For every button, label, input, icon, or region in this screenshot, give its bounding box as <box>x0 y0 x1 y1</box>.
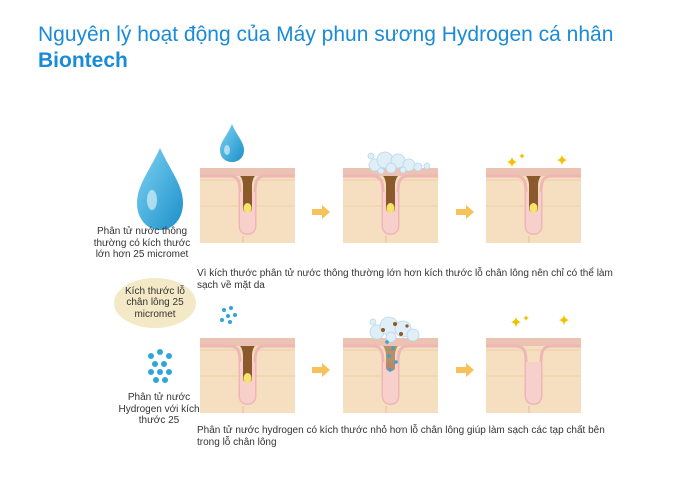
hydrogen-droplets-icon <box>148 349 172 383</box>
arrow-icon <box>312 205 330 219</box>
hydrogen-molecule-label: Phân tử nước Hydrogen với kích thước 25 <box>118 392 200 426</box>
skin-panel-3 <box>484 153 583 245</box>
sparkle-icon <box>523 315 529 321</box>
sparkle-icon <box>507 157 517 167</box>
skin-panel-2 <box>341 151 440 245</box>
large-water-drop <box>137 148 183 230</box>
foam-bubbles <box>369 316 420 343</box>
skin-panel-6 <box>484 315 583 415</box>
title-main: Nguyên lý hoạt động của Máy phun sương H… <box>38 23 614 46</box>
skin-panel-1 <box>198 166 297 245</box>
arrow-icon <box>456 205 474 219</box>
top-row <box>137 124 583 245</box>
pore-size-badge: Kích thước lỗ chân lông 25 micromet <box>114 278 196 328</box>
arrow-icon <box>312 363 330 377</box>
bottom-caption: Phân tử nước hydrogen có kích thước nhỏ … <box>197 425 605 448</box>
sparkle-icon <box>559 315 569 325</box>
sparkle-icon <box>511 317 521 327</box>
small-water-drop <box>220 124 244 162</box>
normal-molecule-label: Phân tử nước thông thường có kích thước … <box>93 226 191 260</box>
page-title: Nguyên lý hoạt động của Máy phun sương H… <box>38 22 678 74</box>
top-caption: Vì kích thước phân tử nước thông thường … <box>197 268 613 291</box>
pore-size-label: Kích thước lỗ chân lông 25 micromet <box>125 285 185 320</box>
skin-panel-4 <box>198 336 297 415</box>
sparkle-icon <box>557 155 567 165</box>
foam-bubbles <box>367 151 431 175</box>
title-brand: Biontech <box>38 49 128 72</box>
small-droplets-icon <box>220 306 237 324</box>
skin-panel-5 <box>341 316 440 415</box>
bottom-row <box>148 306 583 415</box>
arrow-icon <box>456 363 474 377</box>
sparkle-icon <box>519 153 525 159</box>
